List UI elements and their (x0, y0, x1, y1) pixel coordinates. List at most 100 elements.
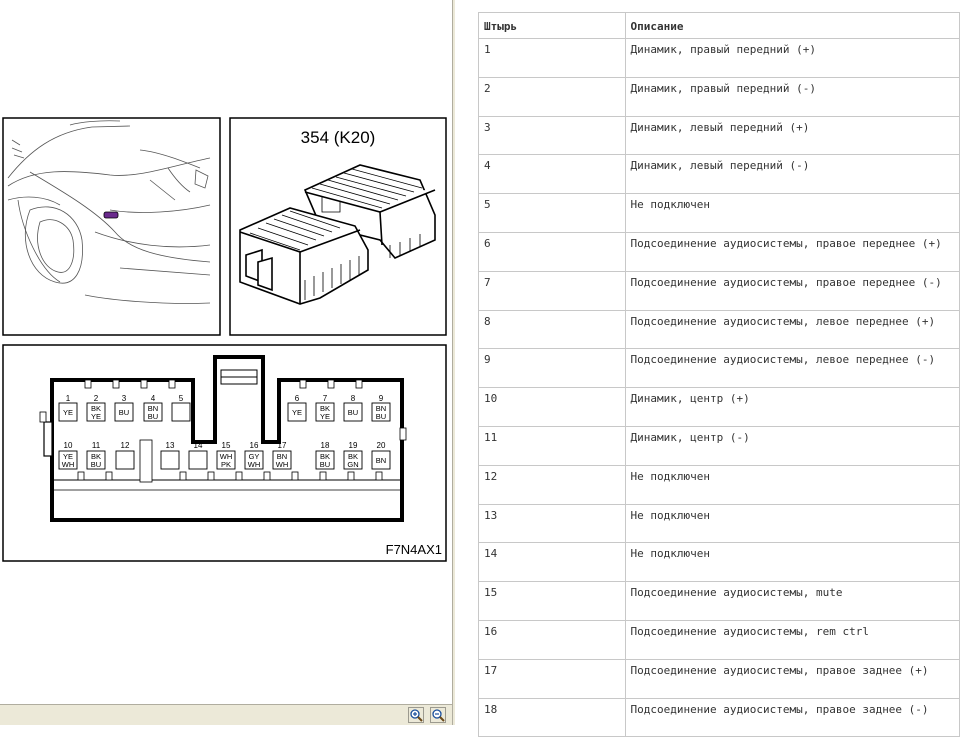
component-label: 354 (K20) (301, 128, 376, 147)
pin-cavity: 6YE (287, 394, 307, 422)
header-description: Описание (624, 12, 960, 39)
wire-color-label: BN (376, 456, 386, 465)
pin-description-cell: Не подключен (624, 503, 960, 544)
wire-color-label: BN (148, 404, 158, 413)
wire-color-label: BK (320, 404, 330, 413)
pin-number-label: 12 (121, 441, 130, 450)
pin-number-label: 1 (66, 394, 71, 403)
wire-color-label: BN (277, 452, 287, 461)
wire-color-label: YE (63, 452, 73, 461)
pin-number-cell: 13 (478, 503, 626, 544)
diagram-pane: 354 (K20) (0, 0, 452, 725)
pin-number-cell: 1 (478, 38, 626, 78)
pin-description-cell: Подсоединение аудиосистемы, левое передн… (624, 309, 960, 350)
wire-color-label: BU (348, 408, 358, 417)
pin-cavity: 3BU (114, 394, 134, 422)
connector-3d-panel: 354 (K20) (229, 117, 447, 336)
zoom-out-button[interactable] (430, 707, 446, 723)
pin-cavity: 8BU (343, 394, 363, 422)
pin-description-cell: Динамик, левый передний (+) (624, 115, 960, 156)
pin-description-cell: Подсоединение аудиосистемы, mute (624, 581, 960, 621)
pin-description-cell: Не подключен (624, 542, 960, 583)
header-pin: Штырь (478, 12, 626, 39)
zoom-out-icon (432, 709, 445, 722)
pin-description-cell: Динамик, левый передний (-) (624, 154, 960, 195)
pin-number-cell: 10 (478, 387, 626, 427)
pin-number-cell: 14 (478, 542, 626, 583)
pin-number-label: 2 (94, 394, 99, 403)
pin-number-cell: 18 (478, 697, 626, 737)
wire-color-label: BK (348, 452, 358, 461)
pin-description-cell: Подсоединение аудиосистемы, левое передн… (624, 348, 960, 389)
pin-description-cell: Не подключен (624, 193, 960, 233)
pin-description-cell: Не подключен (624, 464, 960, 505)
pane-splitter[interactable] (452, 0, 456, 725)
pin-number-label: 13 (166, 441, 175, 450)
pin-number-label: 3 (122, 394, 127, 403)
wire-color-label: BU (119, 408, 129, 417)
pin-number-label: 16 (250, 441, 259, 450)
pin-description-cell: Динамик, правый передний (-) (624, 76, 960, 117)
pin-number-cell: 6 (478, 231, 626, 272)
wire-color-label: WH (62, 460, 75, 469)
wire-color-label: WH (276, 460, 289, 469)
wire-color-label: BU (148, 412, 158, 421)
pin-cavity: 13 (160, 441, 180, 470)
pin-number-cell: 7 (478, 270, 626, 311)
pin-description-cell: Подсоединение аудиосистемы, правое задне… (624, 658, 960, 699)
pin-number-label: 17 (278, 441, 287, 450)
connector-diagram: 354 (K20) (2, 117, 447, 562)
pin-number-label: 6 (295, 394, 300, 403)
pin-number-label: 19 (349, 441, 358, 450)
pin-number-cell: 5 (478, 193, 626, 233)
pin-number-cell: 9 (478, 348, 626, 389)
pin-cavity: 5 (171, 394, 191, 422)
connector-location-marker (103, 211, 119, 219)
wire-color-label: WH (220, 452, 233, 461)
pin-number-label: 7 (323, 394, 328, 403)
pin-number-cell: 4 (478, 154, 626, 195)
pin-number-cell: 3 (478, 115, 626, 156)
pin-number-cell: 17 (478, 658, 626, 699)
wire-color-label: WH (248, 460, 261, 469)
zoom-in-button[interactable] (408, 707, 424, 723)
pin-number-label: 20 (377, 441, 386, 450)
pin-description-cell: Динамик, центр (+) (624, 387, 960, 427)
wire-color-label: YE (320, 412, 330, 421)
pin-number-label: 8 (351, 394, 356, 403)
table-header-row: Штырь Описание (478, 12, 960, 39)
pin-number-label: 15 (222, 441, 231, 450)
wire-color-label: GY (249, 452, 260, 461)
wire-color-label: YE (63, 408, 73, 417)
pin-number-label: 14 (194, 441, 203, 450)
pin-number-label: 4 (151, 394, 156, 403)
pin-number-cell: 15 (478, 581, 626, 621)
pin-number-label: 18 (321, 441, 330, 450)
pin-description-cell: Подсоединение аудиосистемы, правое перед… (624, 270, 960, 311)
figure-code: F7N4AX1 (386, 542, 442, 557)
wire-color-label: BN (376, 404, 386, 413)
